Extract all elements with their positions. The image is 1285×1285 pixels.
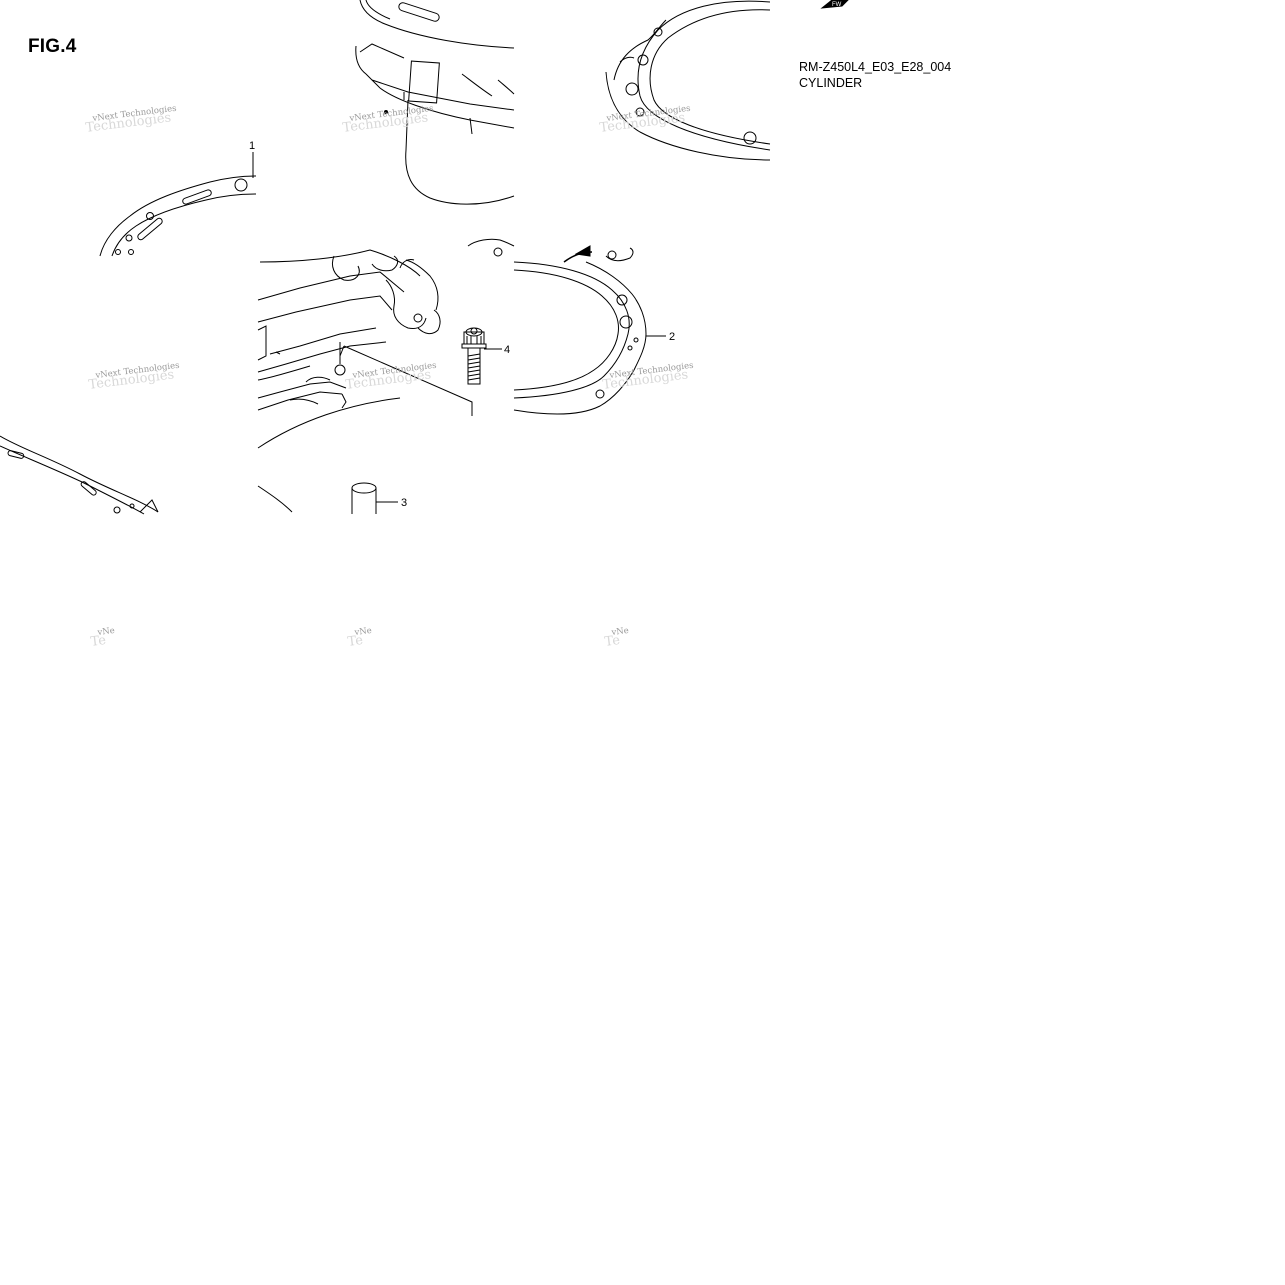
dowel-pin [351, 482, 377, 514]
cylinder-bolt [461, 327, 487, 385]
cylinder-block-upper [355, 0, 515, 205]
cylinder-gasket-right [513, 245, 647, 415]
cylinder-base-gasket [0, 175, 257, 515]
callout-4: 4 [504, 344, 510, 356]
figure-meta: RM-Z450L4_E03_E28_004 CYLINDER [799, 59, 951, 91]
figure-title: CYLINDER [799, 76, 863, 90]
svg-text:FW: FW [832, 2, 842, 8]
callout-3: 3 [401, 497, 407, 509]
callout-2: 2 [669, 331, 675, 343]
callout-1: 1 [249, 140, 255, 152]
front-direction-arrow-icon: FW [820, 0, 849, 9]
figure-label: FIG.4 [28, 36, 77, 57]
cylinder-block-lower [257, 238, 515, 513]
cylinder-head-gasket-upper [605, 0, 771, 161]
figure-code: RM-Z450L4_E03_E28_004 [799, 60, 952, 74]
leader-lines [252, 152, 666, 503]
